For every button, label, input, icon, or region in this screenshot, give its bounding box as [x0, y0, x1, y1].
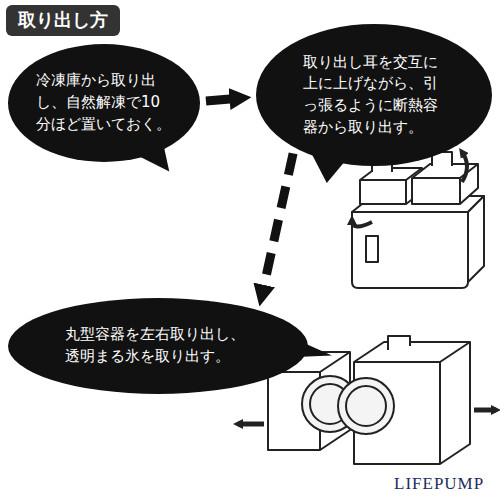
bubble-body [8, 298, 308, 394]
bubble-outline [256, 24, 492, 166]
flow-arrow [263, 153, 293, 291]
bubble-text-group: 丸型容器を左右取り出し、透明まる氷を取り出す。 [65, 324, 251, 368]
bubble-text-group: 冷凍庫から取り出し、自然解凍で10分ほど置いておく。 [36, 70, 172, 135]
bubble-body [256, 24, 492, 166]
watermark: LIFEPUMP [392, 474, 486, 494]
insulated-container [352, 152, 484, 288]
title-heading: 取り出し方 [6, 5, 120, 36]
bubble-outline [8, 298, 308, 394]
instruction-text: 丸型容器を左右取り出し、透明まる氷を取り出す。 [65, 324, 251, 368]
instruction-text: 取り出し耳を交互に上に上げながら、引っ張るように断熱容器から取り出す。 [303, 52, 445, 139]
speech-bubble: 取り出し耳を交互に上に上げながら、引っ張るように断熱容器から取り出す。 [256, 24, 492, 166]
bubble-body [8, 44, 200, 162]
instruction-text: 冷凍庫から取り出し、自然解凍で10分ほど置いておく。 [36, 70, 172, 135]
pull-arrows [238, 410, 496, 424]
bubble-text-group: 取り出し耳を交互に上に上げながら、引っ張るように断熱容器から取り出す。 [303, 52, 445, 139]
speech-bubble: 丸型容器を左右取り出し、透明まる氷を取り出す。 [8, 298, 308, 394]
speech-bubble: 冷凍庫から取り出し、自然解凍で10分ほど置いておく。 [8, 44, 200, 162]
flow-arrow [206, 98, 236, 101]
